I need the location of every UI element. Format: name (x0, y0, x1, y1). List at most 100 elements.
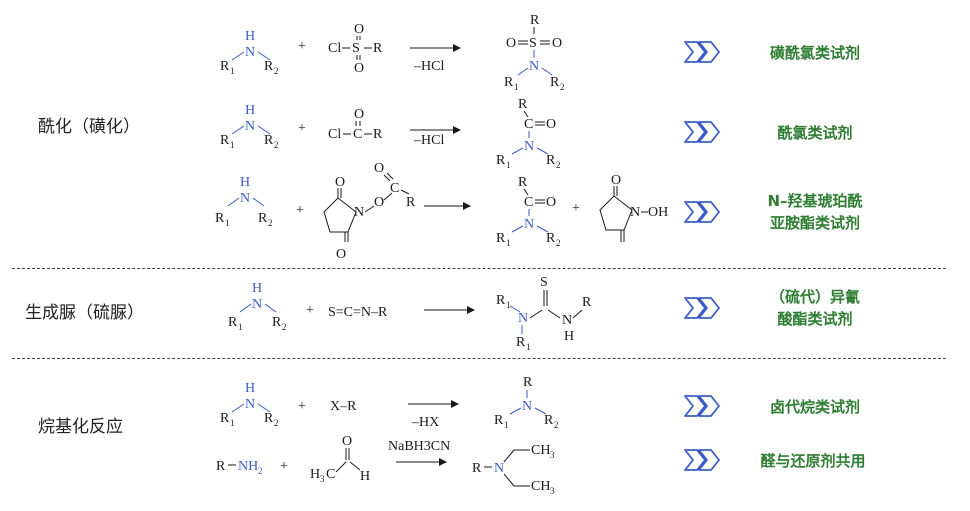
svg-text:+: + (296, 203, 304, 218)
svg-text:R: R (518, 97, 528, 112)
svg-text:1: 1 (506, 300, 511, 310)
section-label-acylation: 酰化（磺化） (38, 117, 140, 137)
svg-text:H: H (360, 469, 370, 484)
svg-text:R: R (406, 195, 416, 210)
svg-text:N: N (524, 139, 534, 154)
reagent-isocyanate: （硫代）异氰酸酯类试剂 (769, 288, 860, 328)
section-label-urea: 生成脲（硫脲） (25, 303, 144, 323)
svg-text:R: R (546, 153, 556, 168)
svg-text:2: 2 (274, 418, 279, 428)
svg-text:H: H (245, 29, 255, 44)
svg-text:R: R (550, 75, 560, 90)
condition-r6: NaBH3CN (388, 439, 450, 454)
svg-text:R: R (494, 413, 504, 428)
svg-text:1: 1 (230, 140, 235, 150)
svg-text:R: R (373, 127, 383, 142)
svg-text:1: 1 (238, 322, 243, 332)
svg-text:3: 3 (550, 486, 555, 496)
svg-text:1: 1 (230, 418, 235, 428)
svg-text:C: C (524, 195, 533, 210)
svg-text:H: H (245, 103, 255, 118)
svg-text:+: + (572, 201, 580, 216)
double-chevron-right-icon (684, 201, 720, 223)
svg-text:R: R (264, 133, 274, 148)
svg-text:O: O (374, 161, 384, 176)
svg-text:+: + (280, 459, 288, 474)
svg-text:1: 1 (230, 66, 235, 76)
svg-text:N: N (518, 311, 528, 326)
svg-text:N: N (630, 205, 640, 220)
svg-text:N: N (522, 399, 532, 414)
svg-text:1: 1 (504, 420, 509, 430)
svg-text:R: R (523, 375, 533, 390)
double-chevron-right-icon (684, 121, 720, 143)
svg-text:R: R (472, 461, 482, 476)
svg-text:2: 2 (556, 160, 561, 170)
svg-text:O: O (552, 36, 562, 51)
double-chevron-right-icon (684, 395, 720, 417)
svg-text:R: R (373, 41, 383, 56)
svg-text:+: + (298, 39, 306, 54)
svg-text:R: R (220, 133, 230, 148)
svg-text:CH: CH (531, 443, 550, 458)
reagent-alkyl-halide: 卤代烷类试剂 (769, 398, 860, 416)
svg-text:O: O (354, 61, 364, 76)
svg-text:2: 2 (282, 322, 287, 332)
svg-text:C: C (524, 117, 533, 132)
svg-text:N: N (529, 59, 539, 74)
svg-text:R: R (264, 59, 274, 74)
svg-text:R: R (516, 335, 526, 350)
svg-text:N: N (562, 313, 572, 328)
svg-text:R: R (220, 411, 230, 426)
svg-text:R: R (518, 175, 528, 190)
svg-text:H: H (240, 175, 250, 190)
svg-text:H: H (564, 329, 574, 344)
svg-text:O: O (335, 175, 345, 190)
svg-text:C: C (390, 181, 399, 196)
reagent-nhs-ester: N–羟基琥珀酰亚胺酯类试剂 (767, 192, 863, 232)
svg-text:2: 2 (274, 66, 279, 76)
svg-text:S: S (352, 41, 360, 56)
svg-text:O: O (336, 247, 346, 262)
condition-r2: –HCl (413, 133, 444, 148)
svg-text:R: R (264, 411, 274, 426)
svg-text:1: 1 (225, 218, 230, 228)
svg-text:O: O (546, 117, 556, 132)
svg-text:1: 1 (506, 238, 511, 248)
svg-text:N: N (252, 297, 262, 312)
svg-text:O: O (506, 36, 516, 51)
svg-text:R: R (504, 75, 514, 90)
svg-text:+: + (306, 303, 314, 318)
svg-text:2: 2 (274, 140, 279, 150)
condition-r1: –HCl (413, 59, 444, 74)
svg-text:CH: CH (531, 479, 550, 494)
svg-text:Cl: Cl (328, 127, 341, 142)
svg-text:Cl: Cl (328, 41, 341, 56)
svg-text:2: 2 (554, 420, 559, 430)
svg-text:C: C (353, 127, 362, 142)
svg-text:R: R (530, 13, 540, 28)
svg-text:1: 1 (514, 82, 519, 92)
svg-text:1: 1 (506, 160, 511, 170)
svg-text:2: 2 (560, 82, 565, 92)
svg-text:R: R (544, 413, 554, 428)
reagent-acyl-chloride: 酰氯类试剂 (777, 124, 853, 142)
svg-text:O: O (354, 22, 364, 37)
svg-text:+: + (298, 399, 306, 414)
condition-r5: –HX (411, 415, 439, 430)
svg-text:N: N (245, 397, 255, 412)
svg-text:O: O (546, 195, 556, 210)
svg-text:R: R (215, 211, 225, 226)
svg-text:R: R (496, 231, 506, 246)
divider-2 (12, 358, 946, 359)
svg-text:2: 2 (556, 238, 561, 248)
svg-text:H: H (245, 381, 255, 396)
svg-text:N: N (494, 461, 504, 476)
divider-1 (12, 268, 946, 269)
svg-text:R: R (546, 231, 556, 246)
svg-text:2: 2 (258, 466, 263, 476)
svg-text:O: O (354, 107, 364, 122)
